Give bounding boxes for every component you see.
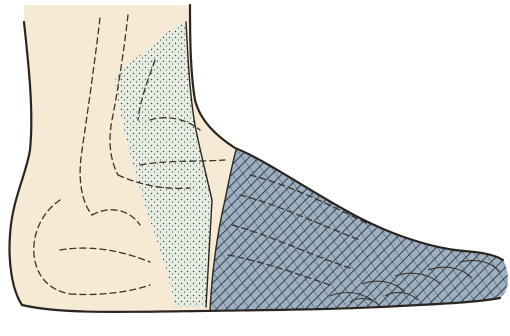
hatched-region-overlay: [210, 150, 508, 311]
